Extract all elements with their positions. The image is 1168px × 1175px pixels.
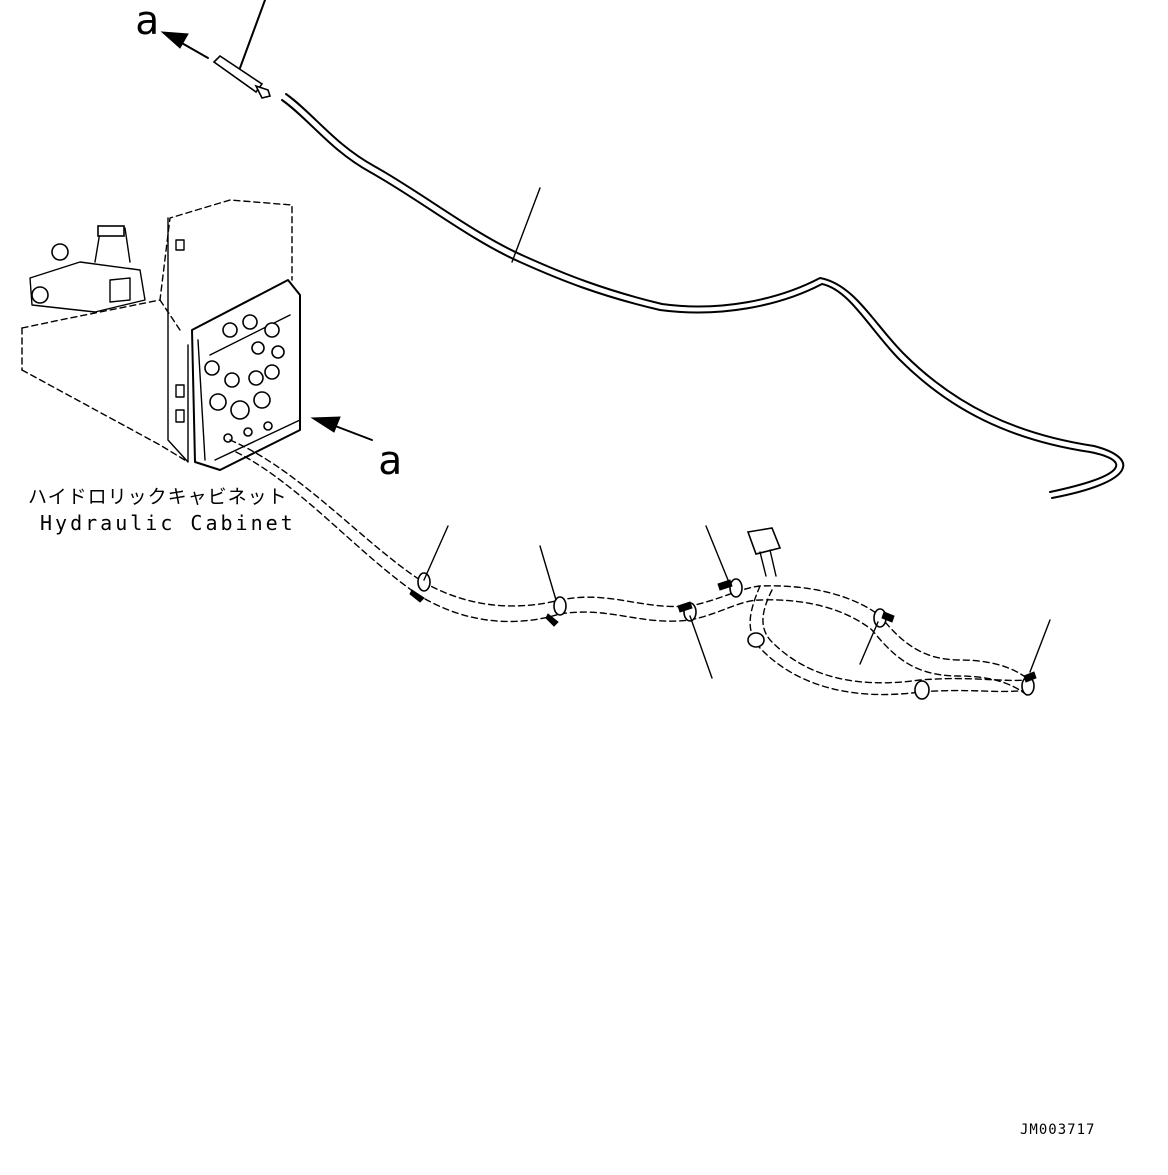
hose-clamps: [409, 525, 1051, 700]
callout-a-cabinet: a: [378, 438, 402, 484]
grommet-2: [914, 680, 930, 700]
upper-tube: [281, 93, 1125, 499]
callout-a-top: a: [135, 0, 159, 44]
lower-hose-harness: [229, 439, 1033, 697]
clamp-6: [1021, 619, 1051, 696]
drawing-code: JM003717: [1020, 1122, 1095, 1138]
hydraulic-cabinet: [21, 199, 301, 471]
clamp-1: [409, 525, 449, 603]
grommet-1: [747, 632, 765, 648]
view-arrow-cabinet: [310, 416, 373, 441]
cabinet-label-japanese: ハイドロリックキャビネット: [28, 486, 288, 508]
clamp-5: [859, 608, 895, 665]
view-arrow-top: [160, 31, 209, 59]
cabinet-label-english: Hydraulic Cabinet: [40, 511, 296, 535]
bulkhead-fittings: [204, 314, 285, 443]
clamp-4: [705, 525, 743, 598]
hose-end-fitting: [212, 0, 272, 99]
valve-block: [29, 225, 146, 313]
clamp-3: [677, 601, 713, 679]
clamp-2: [539, 545, 567, 627]
